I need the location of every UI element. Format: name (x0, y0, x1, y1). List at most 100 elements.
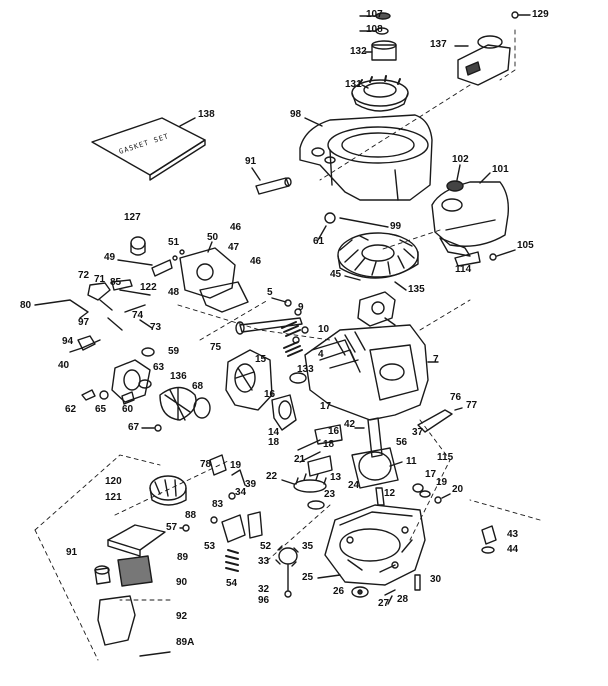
part-callout: 122 (140, 282, 157, 293)
part-137-cover (454, 35, 511, 86)
part-callout: 88 (185, 510, 197, 521)
part-callout: 17 (320, 401, 332, 412)
part-callout: 77 (466, 400, 478, 411)
part-138-gasket-set (91, 117, 206, 181)
part-callout: 60 (122, 404, 134, 415)
part-callout: 40 (58, 360, 70, 371)
part-callout: 37 (412, 427, 424, 438)
part-callout: 42 (344, 419, 356, 430)
part-callout: 65 (95, 404, 107, 415)
part-callout: 76 (450, 392, 462, 403)
part-callout: 7 (433, 354, 439, 365)
part-callout: 97 (78, 317, 90, 328)
part-34-39-links (209, 454, 246, 500)
part-99-leader (339, 217, 389, 228)
part-callout: 75 (210, 342, 222, 353)
part-callout: 4 (318, 349, 324, 360)
part-135-flywheel (337, 232, 419, 291)
part-callout: 131 (345, 79, 362, 90)
part-callout: 28 (397, 594, 409, 605)
part-62-65-60 (81, 389, 162, 432)
part-15-carburetor (225, 349, 297, 431)
part-callout: 132 (350, 46, 367, 57)
part-callout: 46 (250, 256, 262, 267)
part-43-44-plug (481, 525, 497, 554)
part-callout: 85 (110, 277, 122, 288)
part-callout: 10 (318, 324, 330, 335)
part-callout: 89 (177, 552, 189, 563)
part-callout: 89A (176, 637, 195, 648)
part-callout: 30 (430, 574, 442, 585)
part-callout: 32 (258, 584, 270, 595)
part-98-blower-housing (299, 114, 433, 201)
part-callout: 83 (212, 499, 224, 510)
part-7-cylinder-block (304, 324, 439, 421)
part-callout: 45 (330, 269, 342, 280)
part-callout: 91 (66, 547, 78, 558)
part-callout: 11 (406, 456, 417, 467)
part-callout: 63 (153, 362, 165, 373)
part-callout: 39 (245, 479, 257, 490)
part-callout: 20 (452, 484, 464, 495)
part-callout: 62 (65, 404, 77, 415)
part-callout: 98 (290, 109, 302, 120)
part-callout: 94 (62, 336, 74, 347)
part-callout: 53 (204, 541, 216, 552)
part-102-gasket (446, 164, 464, 192)
part-callout: 90 (176, 577, 188, 588)
part-callout: 115 (437, 452, 454, 463)
part-16-18-governor-arm (297, 424, 343, 477)
part-callout: 16 (328, 426, 340, 437)
part-callout: 129 (532, 9, 549, 20)
part-callout: 138 (198, 109, 215, 120)
part-callout: 54 (226, 578, 238, 589)
part-callout: 107 (366, 9, 383, 20)
part-132-flywheel-nut (364, 40, 397, 61)
part-94-40 (69, 335, 101, 353)
part-callout: 80 (20, 300, 32, 311)
part-callout: 48 (168, 287, 180, 298)
part-callout: 68 (192, 381, 204, 392)
part-57-screw (179, 524, 190, 532)
part-114-bracket (454, 251, 481, 267)
part-callout: 14 (268, 427, 280, 438)
part-callout: 59 (168, 346, 180, 357)
part-callout: 22 (266, 471, 278, 482)
part-callout: 21 (294, 454, 306, 465)
part-76-77-link (417, 407, 463, 433)
part-61-clip (317, 212, 336, 241)
part-17-19-20 (412, 483, 451, 504)
part-callout: 102 (452, 154, 469, 165)
part-callout: 108 (366, 24, 383, 35)
part-callout: 92 (176, 611, 188, 622)
part-callout: 16 (264, 389, 276, 400)
part-callout: 13 (330, 472, 342, 483)
part-callout: 133 (297, 364, 314, 375)
part-callout: 101 (492, 164, 509, 175)
part-callout: 18 (268, 437, 280, 448)
part-107-108-nut (359, 12, 391, 35)
leader-dashes (34, 29, 541, 661)
part-callout: 23 (324, 489, 336, 500)
part-callout: 15 (255, 354, 267, 365)
part-callout: 136 (170, 371, 187, 382)
part-54-spring (225, 549, 239, 572)
part-26-28-drain (351, 586, 396, 605)
part-callout: 52 (260, 541, 272, 552)
part-callout: 127 (124, 212, 141, 223)
part-131-starter-cup (351, 75, 409, 112)
part-callout: 24 (348, 480, 360, 491)
part-callout: 26 (333, 586, 345, 597)
part-52-53-bracket (210, 511, 263, 543)
part-46-47-fuel-pump (151, 241, 249, 313)
part-callout: 33 (258, 556, 270, 567)
part-callout: 61 (313, 236, 325, 247)
part-callout: 73 (150, 322, 162, 333)
part-22-gear (281, 473, 327, 493)
part-callout: 91 (245, 156, 257, 167)
part-11-crankshaft (351, 417, 403, 506)
part-callout: 50 (207, 232, 219, 243)
part-callout: 120 (105, 476, 122, 487)
